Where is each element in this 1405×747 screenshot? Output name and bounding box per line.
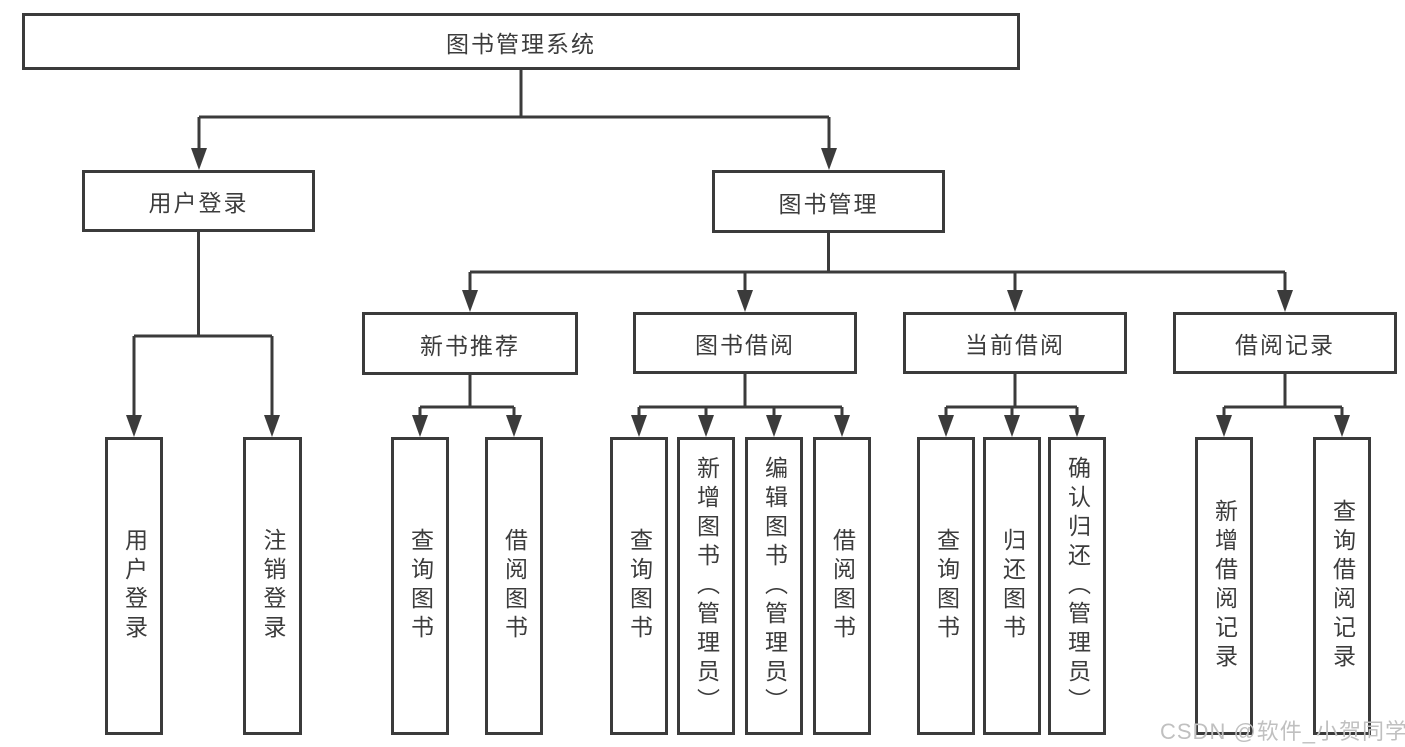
leaf-query-books-1: 查询图书 — [391, 437, 449, 735]
node-new-book-recommendation: 新书推荐 — [362, 312, 578, 375]
connector-currentborrow-to-leaves — [944, 374, 1079, 419]
node-user-login: 用户登录 — [82, 170, 315, 232]
connector-root-to-level2 — [197, 70, 831, 152]
connector-bookmgmt-to-level3 — [468, 233, 1287, 294]
csdn-watermark: CSDN @软件_小贺同学 — [1160, 719, 1405, 744]
node-book-management: 图书管理 — [712, 170, 945, 233]
leaf-edit-books-admin: 编辑图书（管理员） — [745, 437, 803, 735]
node-root: 图书管理系统 — [22, 13, 1020, 70]
connector-bookborrow-to-leaves — [637, 374, 844, 419]
leaf-query-books-3: 查询图书 — [917, 437, 975, 735]
leaf-add-books-admin: 新增图书（管理员） — [677, 437, 735, 735]
leaf-query-borrow-record: 查询借阅记录 — [1313, 437, 1371, 735]
leaf-confirm-return-admin: 确认归还（管理员） — [1048, 437, 1106, 735]
connector-userlogin-to-leaves — [132, 232, 274, 419]
leaf-borrow-books-1: 借阅图书 — [485, 437, 543, 735]
leaf-return-books: 归还图书 — [983, 437, 1041, 735]
connector-borrowrecord-to-leaves — [1222, 374, 1344, 419]
connector-newbook-to-leaves — [418, 375, 516, 419]
leaf-add-borrow-record: 新增借阅记录 — [1195, 437, 1253, 735]
node-book-borrowing: 图书借阅 — [633, 312, 857, 374]
leaf-user-login: 用户登录 — [105, 437, 163, 735]
leaf-borrow-books-2: 借阅图书 — [813, 437, 871, 735]
node-borrowing-records: 借阅记录 — [1173, 312, 1397, 374]
leaf-logout: 注销登录 — [243, 437, 302, 735]
node-current-borrowing: 当前借阅 — [903, 312, 1127, 374]
leaf-query-books-2: 查询图书 — [610, 437, 668, 735]
